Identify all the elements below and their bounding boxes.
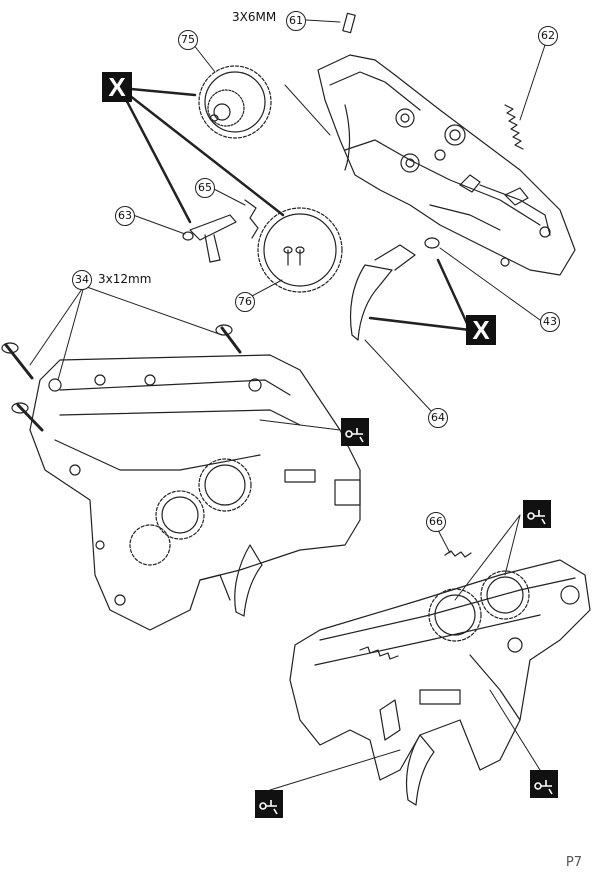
callout-75: 75 <box>178 30 198 50</box>
grease-icon <box>530 770 558 798</box>
callout-63: 63 <box>115 206 135 226</box>
grease-icon <box>255 790 283 818</box>
callout-43: 43 <box>540 312 560 332</box>
callout-62: 62 <box>538 26 558 46</box>
remove-x-marker-trigger: X <box>466 315 496 345</box>
page-number: P7 <box>565 855 582 870</box>
leader-lines <box>29 19 547 791</box>
latch-63 <box>182 214 237 263</box>
spring-62 <box>504 104 524 150</box>
spring-66 <box>444 550 472 558</box>
gearbox-shell-bottom <box>289 559 591 806</box>
pin-size-label: 3X6MM <box>232 10 277 24</box>
gearbox-shell-top <box>317 54 576 276</box>
grease-icon <box>523 500 551 528</box>
gear-75 <box>198 65 272 139</box>
grease-glyph-icon <box>345 428 364 443</box>
x-pointer-lines <box>118 86 472 332</box>
screw-size-label: 3x12mm <box>98 272 152 286</box>
callout-76: 76 <box>235 292 255 312</box>
screws-34 <box>1 324 242 432</box>
spring-65 <box>244 199 259 239</box>
washer <box>424 237 440 249</box>
callout-64: 64 <box>428 408 448 428</box>
pin-61 <box>342 12 356 34</box>
gearbox-shell-middle <box>29 354 361 631</box>
callout-65: 65 <box>195 178 215 198</box>
grease-glyph-icon <box>527 510 546 525</box>
grease-glyph-icon <box>259 800 278 815</box>
remove-x-marker-top: X <box>102 72 132 102</box>
callout-61: 61 <box>286 11 306 31</box>
gear-76 <box>257 207 343 293</box>
callout-34: 34 <box>72 270 92 290</box>
callout-66: 66 <box>426 512 446 532</box>
trigger-top <box>349 244 416 341</box>
grease-icon <box>341 418 369 446</box>
grease-glyph-icon <box>534 780 553 795</box>
